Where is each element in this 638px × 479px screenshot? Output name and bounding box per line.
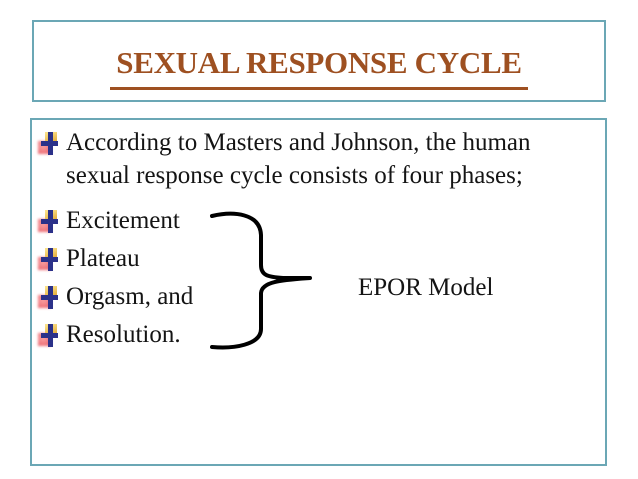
list-item-plateau: Plateau <box>38 240 597 278</box>
slide-title: SEXUAL RESPONSE CYCLE <box>110 45 528 90</box>
intro-text: According to Masters and Johnson, the hu… <box>66 126 531 192</box>
colored-plus-bullet-icon <box>38 210 59 233</box>
title-box: SEXUAL RESPONSE CYCLE <box>32 20 606 102</box>
list-item-resolution: Resolution. <box>38 316 597 354</box>
list-item-excitement: Excitement <box>38 202 597 240</box>
phase-label: Resolution. <box>66 321 181 348</box>
phase-label: Excitement <box>66 207 180 234</box>
intro-list-item: According to Masters and Johnson, the hu… <box>38 126 597 192</box>
colored-plus-bullet-icon <box>38 324 59 347</box>
intro-line-1: According to Masters and Johnson, the hu… <box>66 129 531 156</box>
intro-line-2: sexual response cycle consists of four p… <box>66 162 523 189</box>
body-box: According to Masters and Johnson, the hu… <box>30 118 607 466</box>
colored-plus-bullet-icon <box>38 286 59 309</box>
colored-plus-bullet-icon <box>38 132 59 155</box>
list-item-orgasm: Orgasm, and <box>38 278 597 316</box>
epor-model-label: EPOR Model <box>358 274 494 301</box>
colored-plus-bullet-icon <box>38 248 59 271</box>
phase-list: Excitement Plateau Orgasm, and Resolutio… <box>38 202 597 354</box>
phase-label: Plateau <box>66 245 140 272</box>
phase-label: Orgasm, and <box>66 283 194 310</box>
